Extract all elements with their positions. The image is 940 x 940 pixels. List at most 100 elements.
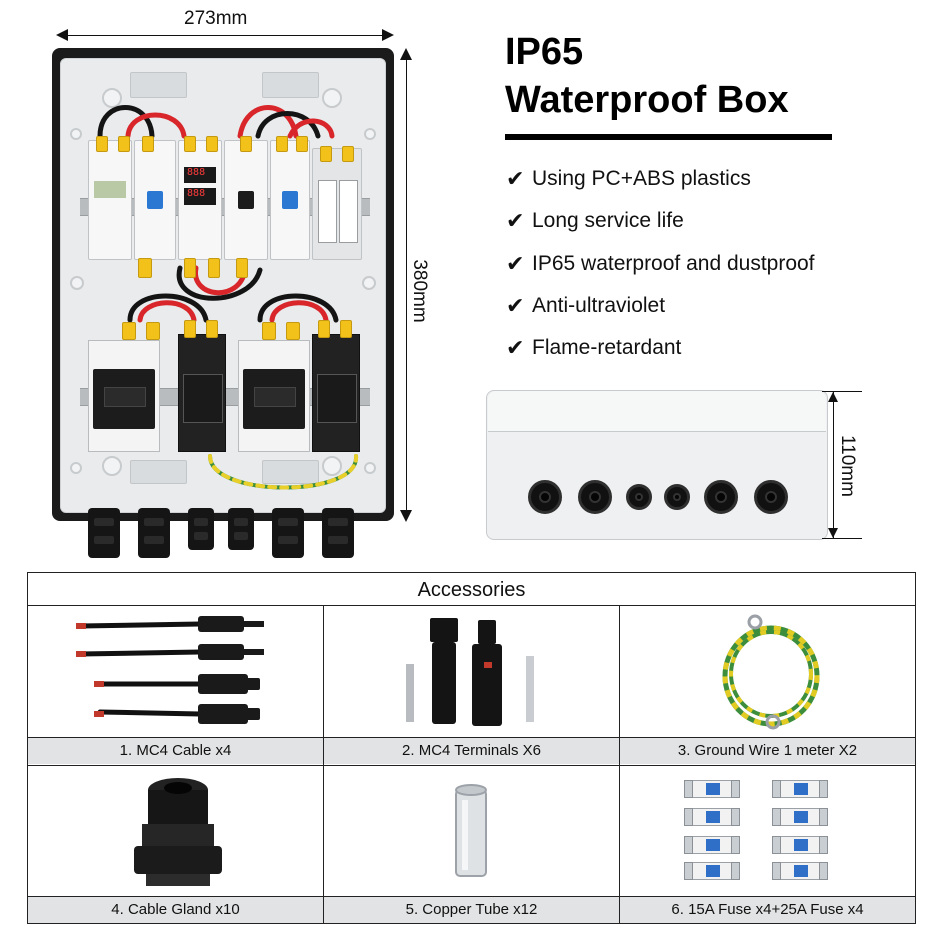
terminal [184,320,196,338]
cable-gland [188,508,214,550]
screw-icon [70,128,82,140]
terminal [276,136,288,152]
terminal [122,322,136,340]
enclosure-lid [488,391,826,432]
terminal [142,136,154,152]
title-underline [505,134,832,140]
copper-tube-icon [455,784,487,877]
terminal [138,258,152,278]
mount-tab [262,72,319,98]
cable-gland [322,508,354,558]
mc4-terminal-icon [406,618,534,726]
depth-tick [822,391,862,392]
check-icon: ✔ [506,208,525,233]
cable-gland [228,508,254,550]
fuse-icon [772,836,828,854]
depth-tick [822,538,862,539]
rcd-breaker [270,140,310,260]
screw-icon [102,456,122,476]
feature-text: IP65 waterproof and dustproof [532,252,815,275]
fuse-icon [772,780,828,798]
depth-dimension-label: 110mm [837,435,858,497]
arrow-up-icon [828,392,838,402]
accessories-title: Accessories [27,572,916,606]
title-line-2: Waterproof Box [505,79,789,121]
terminal [262,322,276,340]
ac-surge-protector [312,148,362,260]
arrow-right-icon [382,29,394,41]
cable-gland [272,508,304,558]
dc-surge-protector [178,334,226,452]
feature-item: ✔ Using PC+ABS plastics [506,166,751,192]
terminal [240,136,252,152]
arrow-left-icon [56,29,68,41]
grid-divider [323,606,324,923]
height-dimension-label: 380mm [409,259,430,323]
feature-text: Flame-retardant [532,336,682,359]
dc-surge-protector [312,334,360,452]
height-dimension-line [406,50,407,520]
screw-icon [70,462,82,474]
fuse-icon [684,808,740,826]
terminal [236,258,248,278]
accessory-caption: 6. 15A Fuse x4+25A Fuse x4 [620,896,915,923]
terminal [296,136,308,152]
cable-port [754,480,788,514]
feature-item: ✔ Anti-ultraviolet [506,293,665,319]
feature-text: Anti-ultraviolet [532,294,666,317]
terminal [318,320,330,338]
rcbo-breaker [134,140,176,260]
mount-tab [262,460,319,484]
check-icon: ✔ [506,335,525,360]
dc-breaker [238,340,310,452]
arrow-up-icon [400,48,412,60]
fuse-icon [772,808,828,826]
dc-breaker [88,340,160,452]
screw-icon [322,456,342,476]
grid-divider [619,606,620,923]
title-line-1: IP65 [505,31,584,73]
feature-item: ✔ Flame-retardant [506,335,681,361]
cable-port [578,480,612,514]
mc4-cable-icon [76,616,264,724]
terminal [286,322,300,340]
feature-text: Long service life [532,209,684,232]
cable-port [626,484,652,510]
terminal [342,146,354,162]
fuse-icon [684,780,740,798]
terminal [146,322,160,340]
terminal [206,136,218,152]
screw-icon [364,128,376,140]
cable-gland [88,508,120,558]
terminal [96,136,108,152]
screw-icon [362,276,376,290]
check-icon: ✔ [506,293,525,318]
mcb-breaker [224,140,268,260]
fuse-icon [684,836,740,854]
feature-item: ✔ IP65 waterproof and dustproof [506,251,815,277]
screw-icon [322,88,342,108]
product-title: IP65 Waterproof Box [505,28,789,124]
mount-tab [130,460,187,484]
terminal [340,320,352,338]
terminal [206,320,218,338]
cable-port [664,484,690,510]
energy-meter [88,140,132,260]
ground-wire-icon [722,614,820,730]
cable-gland-icon [134,778,222,886]
feature-text: Using PC+ABS plastics [532,167,751,190]
terminal [184,136,196,152]
cable-gland [138,508,170,558]
terminal [118,136,130,152]
fuse-group [684,780,854,884]
width-dimension-line [58,35,392,36]
grid-divider [27,765,916,766]
mount-tab [130,72,187,98]
accessory-caption: 4. Cable Gland x10 [28,896,323,923]
voltage-protector: 888 888 [178,140,222,260]
terminal [208,258,220,278]
arrow-down-icon [828,528,838,538]
accessory-caption: 3. Ground Wire 1 meter X2 [620,737,915,764]
accessories-table [27,572,916,924]
check-icon: ✔ [506,251,525,276]
